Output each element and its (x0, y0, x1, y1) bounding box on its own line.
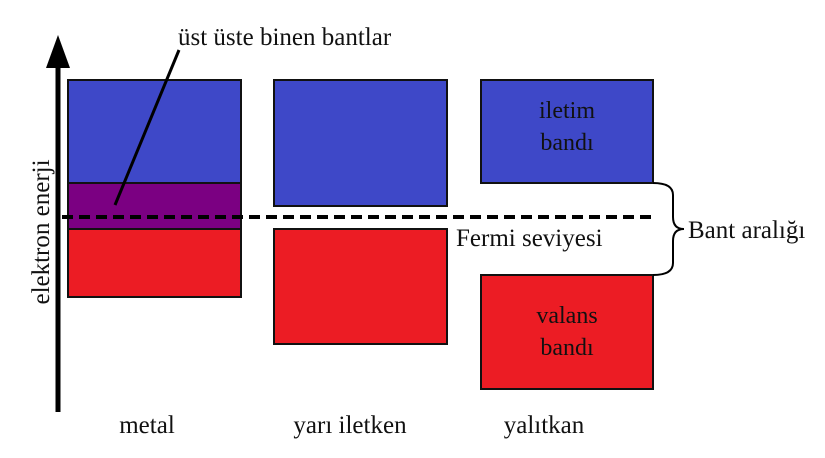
conduction-band-label-2: bandı (540, 130, 594, 156)
valence-band-label-2: bandı (540, 335, 594, 361)
material-label-semiconductor: yarı iletken (293, 412, 407, 439)
energy-axis (46, 35, 70, 412)
metal-conduction-band (67, 79, 242, 184)
metal-valence-band (67, 228, 242, 298)
metal-bands (67, 79, 242, 298)
axis-label: elektron enerji (28, 159, 55, 304)
band-gap-brace (652, 182, 685, 276)
material-label-metal: metal (119, 412, 175, 439)
arrow-up-icon (46, 35, 70, 68)
insulator-conduction-band (480, 79, 654, 184)
overlap-label: üst üste binen bantlar (178, 24, 392, 51)
semiconductor-bands (273, 79, 448, 345)
metal-overlap-region (67, 182, 242, 230)
semiconductor-conduction-band (273, 79, 448, 207)
semiconductor-valence-band (273, 228, 448, 345)
insulator-bands (480, 79, 654, 390)
conduction-band-label-1: iletim (539, 98, 595, 124)
fermi-level-label: Fermi seviyesi (456, 225, 603, 252)
insulator-valence-band (480, 274, 654, 390)
valence-band-label-1: valans (536, 303, 597, 329)
overlap-pointer-line (113, 49, 181, 206)
band-gap-label: Bant aralığı (688, 217, 805, 244)
material-label-insulator: yalıtkan (504, 412, 585, 439)
